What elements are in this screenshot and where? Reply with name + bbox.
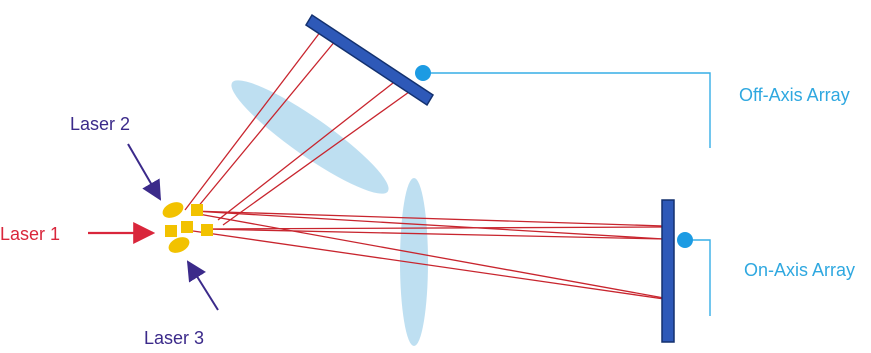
- source-ellipse-bottom: [168, 237, 190, 253]
- beam-paths: [184, 30, 665, 300]
- source-ellipse-top: [162, 202, 184, 218]
- on-axis-mirror: [661, 199, 675, 343]
- off-axis-connector: [431, 72, 711, 148]
- source-square-center: [181, 221, 193, 233]
- laser-2-arrow: [127, 143, 162, 201]
- beam-on-axis-lower-3: [204, 228, 665, 240]
- laser-1-label: Laser 1: [0, 224, 60, 244]
- beam-on-axis-top: [192, 210, 665, 227]
- laser-source-cluster: [162, 202, 213, 253]
- off-axis-mirror: [304, 13, 435, 107]
- beam-to-off-axis-right-1: [217, 82, 394, 221]
- on-axis-detector-dot: [677, 232, 693, 248]
- vertical-lens: [400, 178, 428, 346]
- beam-on-axis-lower-1: [192, 212, 665, 299]
- off-axis-array-label: Off-Axis Array: [739, 85, 850, 105]
- source-square-right: [201, 224, 213, 236]
- beam-on-axis-mid-1: [192, 210, 665, 240]
- tilted-lens: [231, 80, 389, 194]
- off-axis-detector-dot: [415, 65, 431, 81]
- beam-to-off-axis-left-1: [184, 30, 322, 211]
- beam-to-off-axis-right-2: [222, 91, 410, 226]
- laser-3-label: Laser 3: [144, 328, 204, 348]
- on-axis-connector: [693, 239, 711, 316]
- laser-3-arrow: [186, 260, 219, 311]
- source-square-left: [165, 225, 177, 237]
- on-axis-array-label: On-Axis Array: [744, 260, 855, 280]
- source-square-top: [191, 204, 203, 216]
- beam-on-axis-lower-2: [192, 230, 665, 300]
- laser-2-label: Laser 2: [70, 114, 130, 134]
- beam-to-off-axis-left-2: [191, 39, 337, 215]
